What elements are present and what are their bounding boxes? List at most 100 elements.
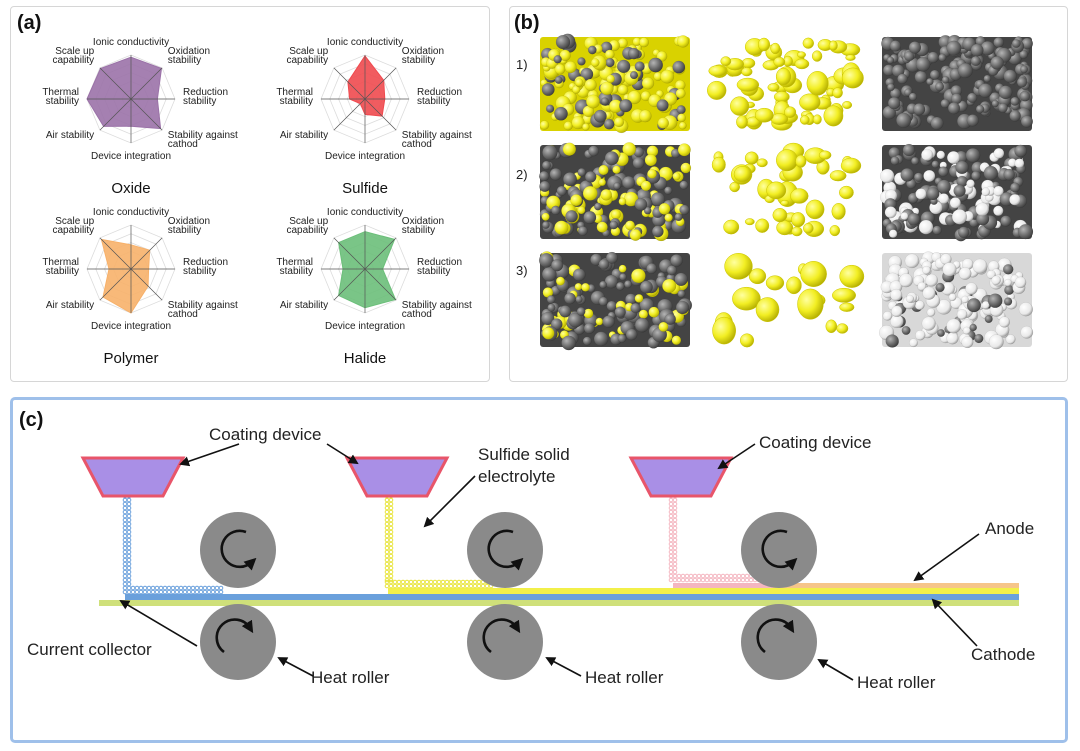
stream-dot bbox=[440, 579, 446, 585]
particle bbox=[629, 229, 642, 241]
stream-dot bbox=[452, 583, 458, 589]
particle bbox=[897, 73, 908, 85]
stream-dot bbox=[122, 557, 128, 563]
arrow-coating-1b bbox=[326, 443, 359, 465]
stream-dot bbox=[122, 581, 128, 587]
stream-dot bbox=[384, 561, 390, 567]
roller-disc bbox=[467, 604, 543, 680]
particle bbox=[984, 314, 993, 324]
particle bbox=[568, 312, 583, 328]
cathode-layer bbox=[99, 600, 1019, 606]
stream-dot bbox=[384, 545, 390, 551]
stream-dot bbox=[472, 583, 478, 589]
particle bbox=[1004, 285, 1015, 296]
particle bbox=[641, 77, 655, 90]
electrolyte-blob bbox=[741, 67, 753, 77]
particle bbox=[628, 47, 640, 60]
particle bbox=[900, 168, 915, 182]
particle bbox=[539, 120, 550, 130]
particle bbox=[605, 57, 615, 68]
stream-dot bbox=[684, 577, 690, 583]
stream-dot bbox=[122, 565, 128, 571]
stream-dot bbox=[122, 497, 128, 503]
radar-axis-label: Stability against bbox=[402, 300, 472, 311]
radar-axis-label: Ionic conductivity bbox=[93, 37, 169, 48]
stream-dot bbox=[668, 569, 674, 575]
arrow-coating-1a bbox=[179, 443, 240, 467]
stream-dot bbox=[668, 537, 674, 543]
particle bbox=[1010, 182, 1021, 193]
particle bbox=[675, 300, 690, 315]
stream-dot bbox=[716, 577, 722, 583]
particle bbox=[616, 281, 625, 291]
stream-dot bbox=[126, 589, 132, 595]
stream-dot bbox=[668, 509, 674, 515]
particle bbox=[565, 209, 578, 223]
electrolyte-blob bbox=[733, 166, 752, 183]
radar-axis-label: Stability against bbox=[402, 130, 472, 141]
particle bbox=[948, 293, 957, 301]
stream-dot bbox=[472, 579, 478, 585]
stream-dot bbox=[740, 573, 746, 579]
particle bbox=[914, 70, 928, 84]
stream-dot bbox=[388, 517, 394, 523]
particle bbox=[915, 188, 927, 200]
particle bbox=[993, 37, 1004, 48]
stream-dot bbox=[668, 497, 674, 503]
radar-spoke bbox=[364, 98, 397, 131]
particle bbox=[936, 299, 952, 315]
stream-dot bbox=[174, 589, 180, 595]
particle bbox=[935, 82, 945, 92]
particle bbox=[639, 280, 653, 294]
particle bbox=[572, 268, 586, 282]
stream-dot bbox=[420, 579, 426, 585]
particle bbox=[664, 186, 673, 195]
particle bbox=[970, 43, 984, 57]
stream-dot bbox=[388, 549, 394, 555]
electrolyte-blob bbox=[766, 181, 787, 200]
particle bbox=[630, 302, 641, 314]
particle bbox=[631, 268, 646, 284]
particle bbox=[574, 78, 584, 87]
stream-dot bbox=[724, 577, 730, 583]
particle bbox=[541, 266, 557, 282]
stream-dot bbox=[150, 589, 156, 595]
particle bbox=[547, 303, 556, 312]
particle bbox=[886, 83, 895, 92]
particle bbox=[1019, 50, 1028, 59]
particle bbox=[658, 202, 671, 215]
particle bbox=[991, 275, 1001, 286]
electrolyte-blob bbox=[754, 107, 774, 123]
stream-dot bbox=[392, 579, 398, 585]
particle bbox=[564, 292, 576, 305]
stream-dot bbox=[122, 585, 128, 591]
radar-axis-label: stability bbox=[417, 266, 450, 277]
stream-dot bbox=[384, 573, 390, 579]
stream-dot bbox=[668, 541, 674, 547]
particle bbox=[625, 328, 638, 341]
particle bbox=[624, 220, 635, 231]
electrolyte-blob bbox=[791, 212, 806, 228]
stream-dot bbox=[388, 501, 394, 507]
particle bbox=[582, 336, 592, 346]
stream-dot bbox=[416, 583, 422, 589]
electrolyte-blob bbox=[839, 302, 855, 312]
electrolyte-blob bbox=[795, 154, 807, 168]
particle bbox=[664, 213, 673, 222]
stream-dot bbox=[206, 585, 212, 591]
current-collector-label: Current collector bbox=[27, 640, 152, 659]
stream-dot bbox=[696, 573, 702, 579]
radar-halide: Ionic conductivityOxidationstabilityRedu… bbox=[276, 207, 472, 367]
particle bbox=[622, 142, 637, 157]
electrolyte-blob bbox=[757, 37, 771, 52]
stream-dot bbox=[728, 573, 734, 579]
particle bbox=[680, 162, 692, 174]
stream-dot bbox=[456, 583, 462, 589]
stream-dot bbox=[672, 501, 678, 507]
particle bbox=[967, 92, 978, 103]
arrow-heat-roller-1 bbox=[277, 657, 314, 677]
electrolyte-blob bbox=[723, 219, 740, 235]
particle bbox=[648, 306, 660, 318]
electrolyte-blob bbox=[832, 87, 843, 99]
stream-dot bbox=[134, 585, 140, 591]
